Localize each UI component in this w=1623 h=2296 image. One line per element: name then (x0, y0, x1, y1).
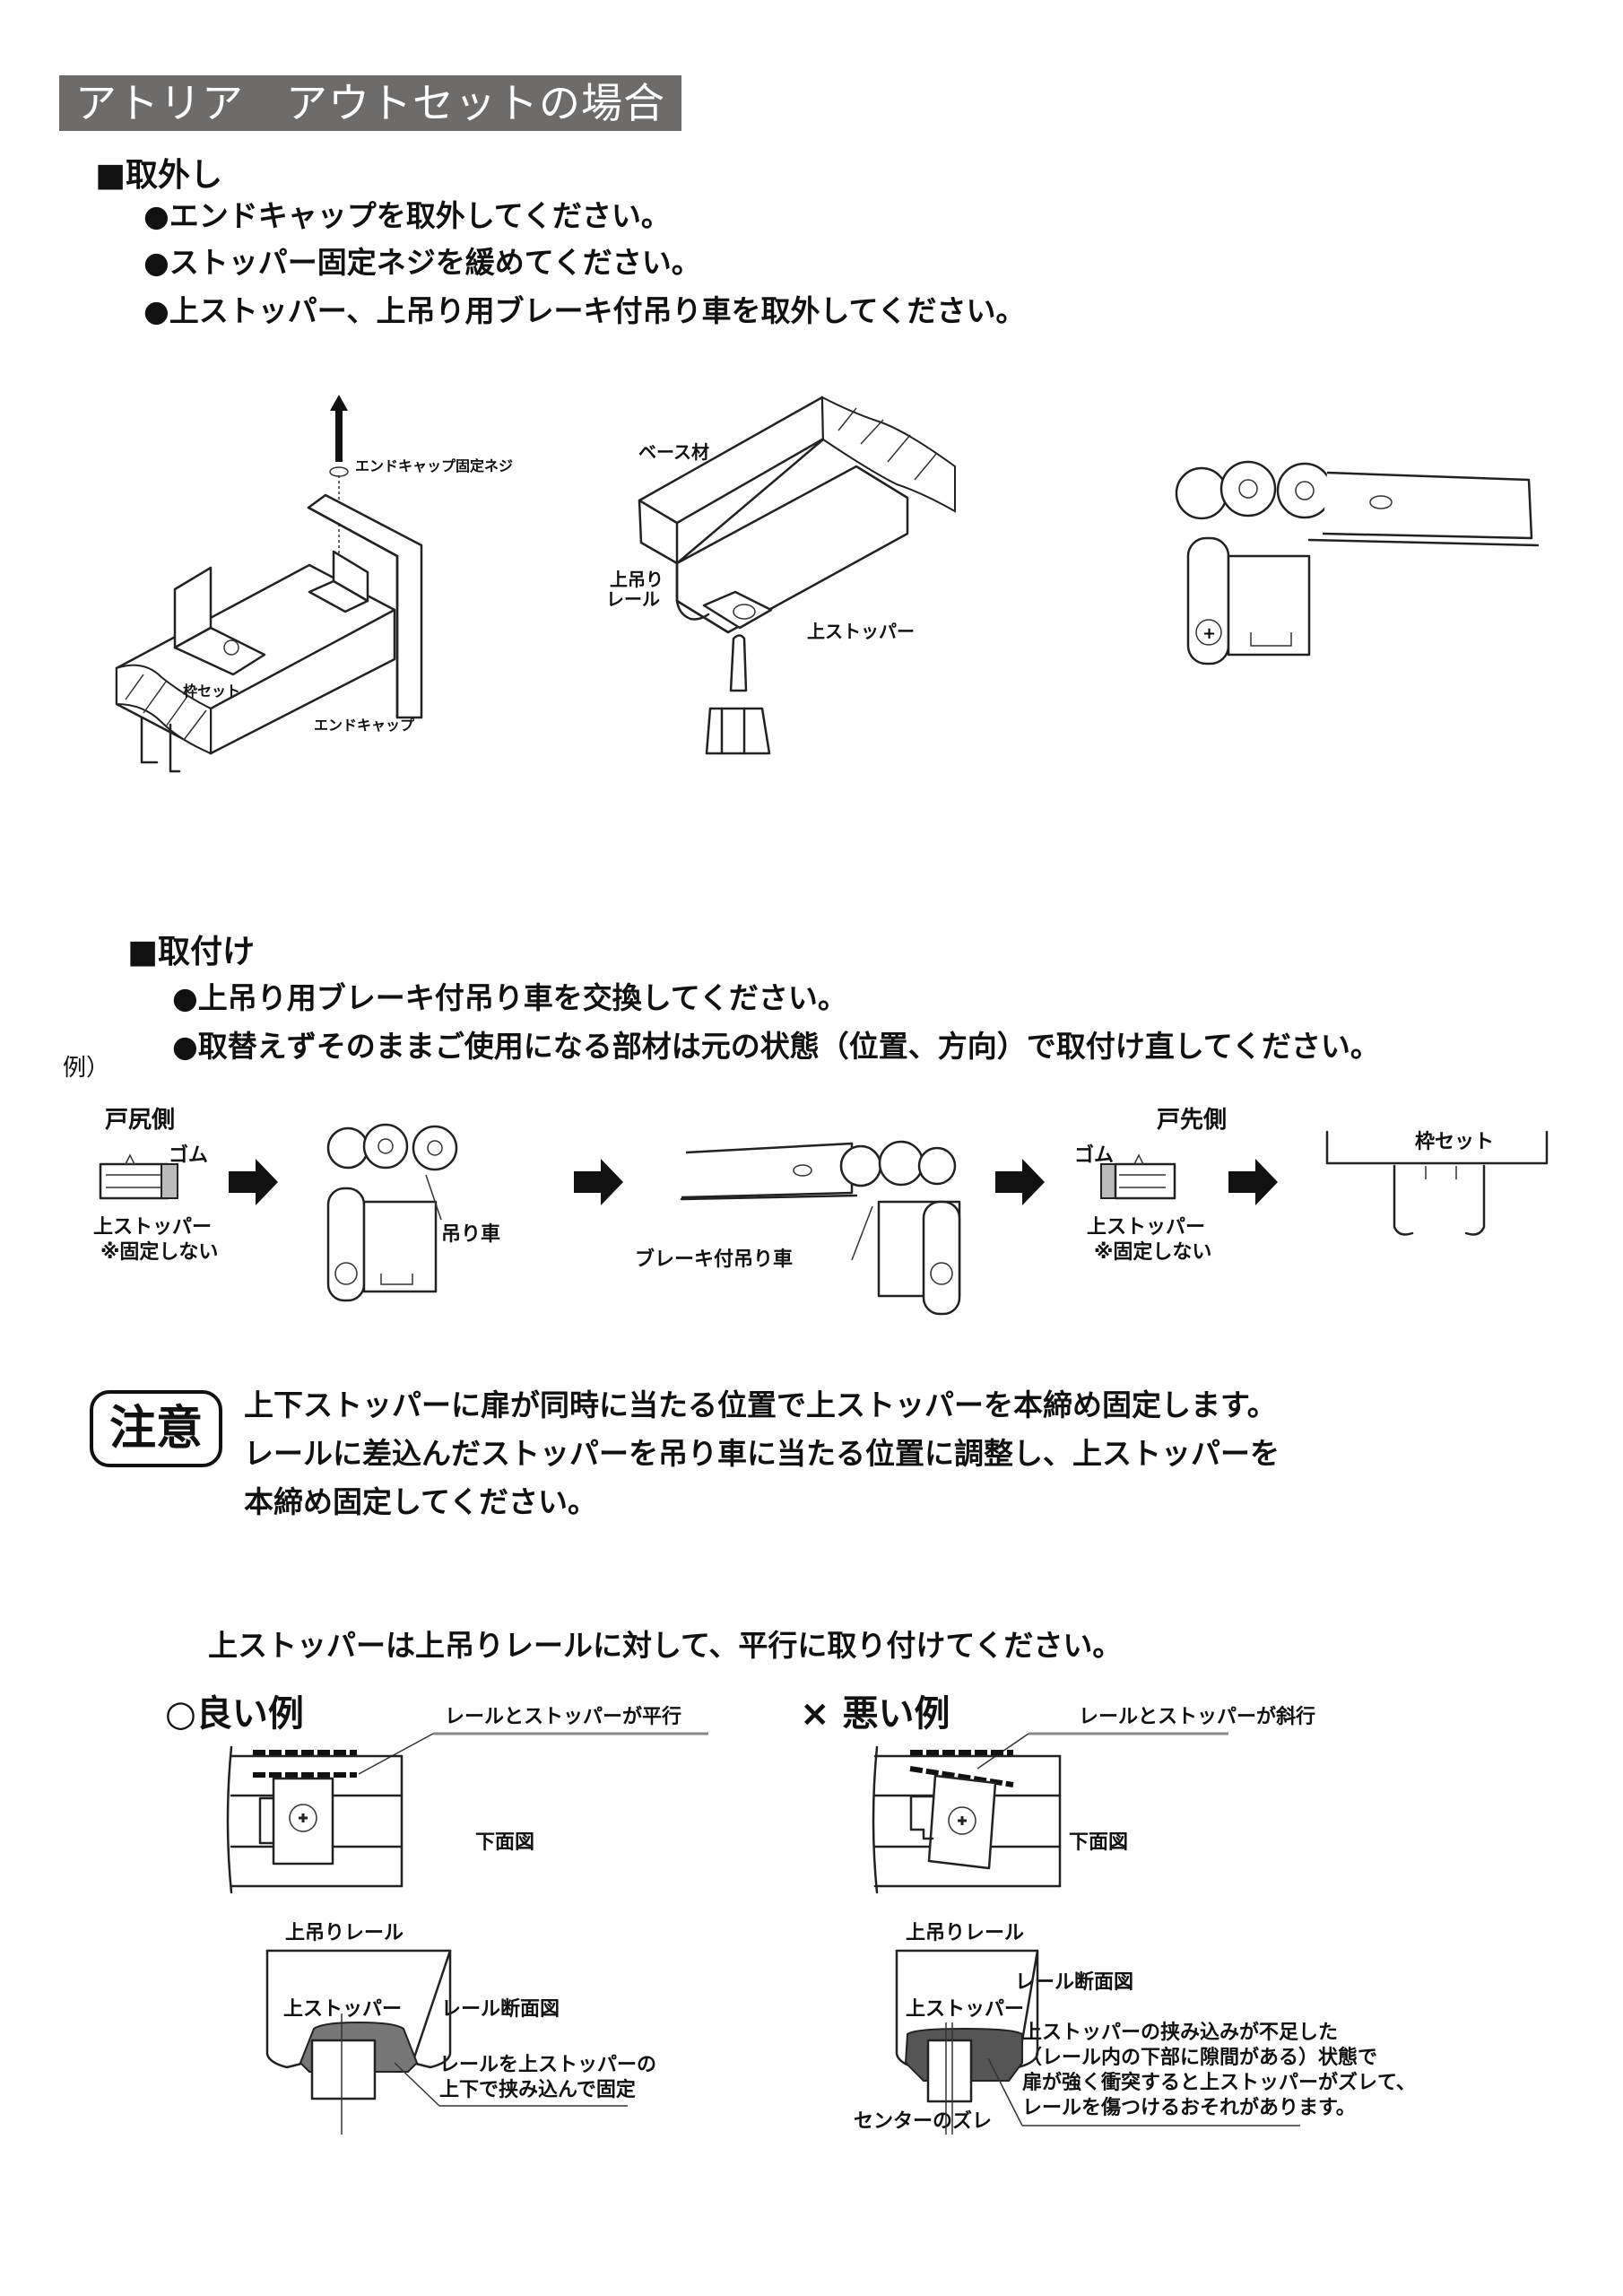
removal-step-3: ●上ストッパー、上吊り用ブレーキ付吊り車を取外してください。 (143, 293, 1026, 328)
top-rail-label-1: 上吊り (610, 569, 664, 590)
base-material-label: ベース材 (638, 441, 709, 463)
stopper-left-icon (99, 1153, 178, 1200)
good-rail-label: 上吊りレール (285, 1922, 404, 1944)
endcap-screw-label: エンドキャップ固定ネジ (355, 457, 514, 474)
arrow-2 (574, 1159, 623, 1205)
center-shift-label: センターのズレ (854, 2110, 993, 2133)
door-tail-side-label: 戸尻側 (105, 1107, 176, 1134)
top-rail-label-2: レール (606, 588, 660, 610)
frame-set-profile-icon (1325, 1130, 1549, 1236)
bad-note-line-2: （レール内の下部に隙間がある）状態で (1022, 2047, 1378, 2069)
page-title: アトリア アウトセットの場合 (59, 75, 681, 131)
rubber-right-label: ゴム (1074, 1144, 1115, 1167)
bad-note-line-3: 扉が強く衝突すると上ストッパーがズレて、 (1022, 2072, 1416, 2094)
brake-hanger-icon (680, 1140, 961, 1316)
frame-set-label: 枠セット (183, 683, 241, 700)
good-stopper-label: 上ストッパー (283, 1998, 403, 2021)
up-arrow-head (330, 395, 348, 411)
not-fixed-left-label: ※固定しない (100, 1241, 219, 1264)
top-stopper-label: 上ストッパー (807, 621, 915, 642)
bad-note-line-1: 上ストッパーの挟み込みが不足した (1022, 2022, 1339, 2044)
svg-text:+: + (1202, 624, 1216, 643)
removal-heading: ■取外し (95, 157, 223, 194)
caution-line-3: 本締め固定してください。 (244, 1484, 598, 1519)
good-callout: レールとストッパーが平行 (445, 1706, 682, 1728)
install-step-2: ●取替えずそのままご使用になる部材は元の状態（位置、方向）で取付け直してください… (172, 1029, 1380, 1064)
caution-badge: 注意 (90, 1390, 222, 1467)
arrow-1 (229, 1159, 278, 1205)
hanger-label: 吊り車 (441, 1223, 501, 1246)
bad-callout: レールとストッパーが斜行 (1079, 1706, 1316, 1728)
install-step-1: ●上吊り用ブレーキ付吊り車を交換してください。 (172, 980, 847, 1015)
brake-hanger-label: ブレーキ付吊り車 (635, 1248, 794, 1271)
good-bottom-view-label: 下面図 (475, 1831, 535, 1854)
bad-section-label: レール断面図 (1015, 1971, 1134, 1994)
good-example-heading: ○良い例 (165, 1693, 304, 1735)
removal-step-1: ●エンドキャップを取外してください。 (143, 198, 671, 233)
frame-set-label-2: 枠セット (1415, 1131, 1495, 1153)
not-fixed-right-label: ※固定しない (1094, 1241, 1212, 1264)
bad-example-heading: × 悪い例 (800, 1693, 950, 1735)
bad-note-line-4: レールを傷つけるおそれがあります。 (1022, 2097, 1356, 2119)
arrow-3 (995, 1159, 1045, 1205)
arrow-4 (1228, 1159, 1278, 1205)
good-section-label: レール断面図 (441, 1998, 560, 2021)
example-label: 例） (63, 1055, 110, 1082)
install-heading: ■取付け (127, 934, 256, 970)
good-note-line-2: 上下で挟み込んで固定 (439, 2079, 636, 2101)
caution-line-2: レールに差込んだストッパーを吊り車に当たる位置に調整し、上ストッパーを (244, 1436, 1280, 1471)
door-front-side-label: 戸先側 (1157, 1107, 1228, 1134)
stopper-left-label: 上ストッパー (93, 1216, 213, 1239)
bad-bottom-view-label: 下面図 (1069, 1831, 1129, 1854)
bad-rail-label: 上吊りレール (906, 1922, 1025, 1944)
caution-line-1: 上下ストッパーに扉が同時に当たる位置で上ストッパーを本締め固定します。 (244, 1387, 1277, 1422)
endcap-label: エンドキャップ (314, 717, 415, 734)
parallel-instruction: 上ストッパーは上吊りレールに対して、平行に取り付けてください。 (208, 1628, 1123, 1663)
hanger-icon (326, 1123, 458, 1302)
removal-step-2: ●ストッパー固定ネジを緩めてください。 (143, 245, 701, 280)
rubber-left-label: ゴム (169, 1144, 209, 1167)
stopper-right-icon (1100, 1153, 1176, 1200)
stopper-right-label: 上ストッパー (1087, 1216, 1206, 1239)
up-arrow-shaft (335, 408, 343, 462)
bad-stopper-label: 上ストッパー (906, 1998, 1025, 2021)
good-note-line-1: レールを上ストッパーの (439, 2054, 657, 2076)
